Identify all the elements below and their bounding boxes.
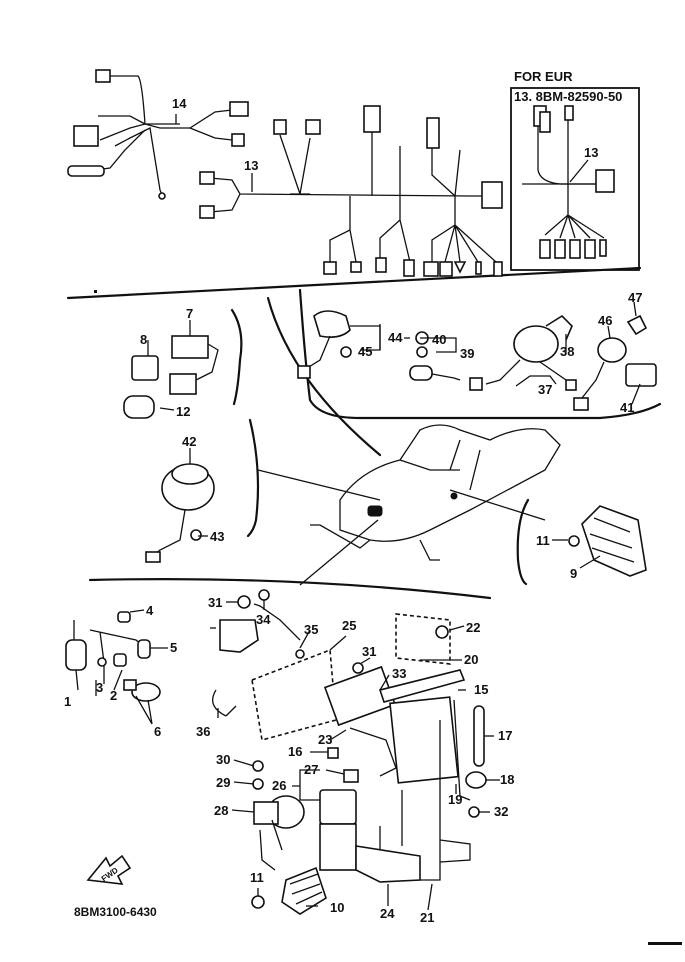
- callout-24: 24: [380, 906, 395, 921]
- callout-numbers: 14 13 13 7 8 12 42 43 44 45 40 39 38 37 …: [64, 96, 642, 925]
- eur-box-title: FOR EUR: [514, 69, 573, 84]
- callout-35: 35: [304, 622, 318, 637]
- section-dividers: [66, 266, 662, 600]
- callout-38: 38: [560, 344, 574, 359]
- relay-group-7-8-12: [123, 335, 219, 419]
- lower-electrical-group: [65, 589, 487, 915]
- callout-14: 14: [172, 96, 187, 111]
- callout-37: 37: [538, 382, 552, 397]
- callout-29: 29: [216, 775, 230, 790]
- callout-4: 4: [146, 603, 154, 618]
- callout-1: 1: [64, 694, 71, 709]
- callout-20: 20: [464, 652, 478, 667]
- callout-3: 3: [96, 680, 103, 695]
- callout-11-bottom: 11: [250, 870, 264, 885]
- snowmobile-outline: [310, 424, 561, 561]
- callout-19: 19: [448, 792, 462, 807]
- callout-8: 8: [140, 332, 147, 347]
- callout-15: 15: [474, 682, 488, 697]
- forward-arrow-icon: FWD: [86, 854, 132, 885]
- callout-13: 13: [244, 158, 258, 173]
- callout-28: 28: [214, 803, 228, 818]
- callout-34: 34: [256, 612, 271, 627]
- callout-2: 2: [110, 688, 117, 703]
- callout-36: 36: [196, 724, 210, 739]
- callout-13-eur: 13: [584, 145, 598, 160]
- callout-40: 40: [432, 332, 446, 347]
- callout-43: 43: [210, 529, 224, 544]
- callout-31-mid: 31: [362, 644, 376, 659]
- callout-6: 6: [154, 724, 161, 739]
- eur-box-part-number: 13. 8BM-82590-50: [514, 89, 622, 104]
- callout-11-right: 11: [536, 533, 550, 548]
- callout-22: 22: [466, 620, 480, 635]
- callout-44: 44: [388, 330, 403, 345]
- callout-33: 33: [392, 666, 406, 681]
- leader-lines: [75, 114, 641, 911]
- callout-42: 42: [182, 434, 196, 449]
- callout-46: 46: [598, 313, 612, 328]
- dot-mark: [94, 290, 97, 293]
- callout-45: 45: [358, 344, 372, 359]
- callout-23: 23: [318, 732, 332, 747]
- callout-10: 10: [330, 900, 344, 915]
- callout-21: 21: [420, 910, 434, 925]
- callout-31-top: 31: [208, 595, 222, 610]
- callout-47: 47: [628, 290, 642, 305]
- callout-12: 12: [176, 404, 190, 419]
- callout-18: 18: [500, 772, 514, 787]
- callout-5: 5: [170, 640, 177, 655]
- horn-42-43: [145, 463, 215, 563]
- callout-9: 9: [570, 566, 577, 581]
- callout-41: 41: [620, 400, 634, 415]
- callout-26: 26: [272, 778, 286, 793]
- callout-7: 7: [186, 306, 193, 321]
- callout-30: 30: [216, 752, 230, 767]
- drawing-code: 8BM3100-6430: [74, 905, 157, 919]
- callout-27: 27: [304, 762, 318, 777]
- callout-25: 25: [342, 618, 356, 633]
- callout-16: 16: [288, 744, 302, 759]
- page-marker: [648, 942, 682, 945]
- callout-17: 17: [498, 728, 512, 743]
- eur-variant-box: FOR EUR 13. 8BM-82590-50: [510, 69, 640, 271]
- regulator-9: [568, 505, 647, 577]
- switch-group-37-47: [297, 310, 657, 411]
- callout-39: 39: [460, 346, 474, 361]
- callout-32: 32: [494, 804, 508, 819]
- wire-harness-assembly: [67, 69, 551, 277]
